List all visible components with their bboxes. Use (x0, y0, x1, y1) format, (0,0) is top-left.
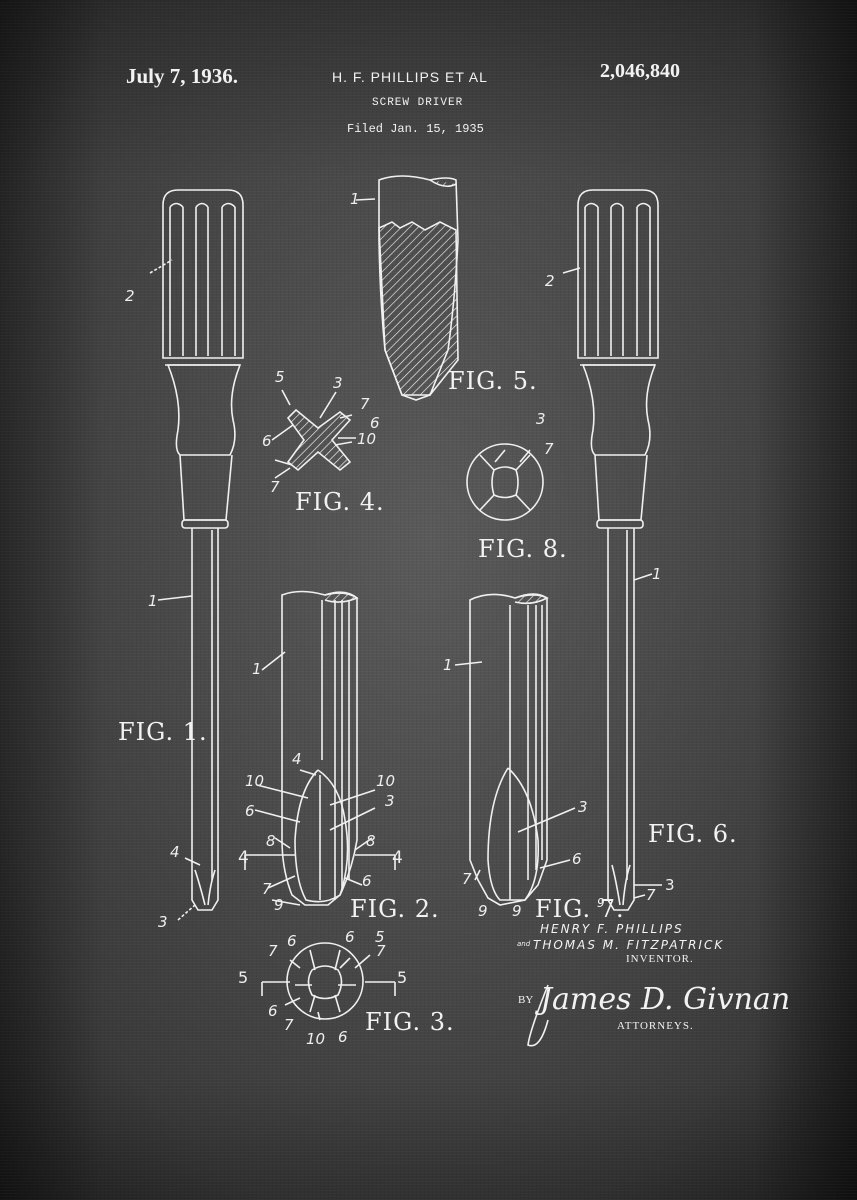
ref-label: 6 (370, 414, 380, 432)
by-label: BY (518, 994, 534, 1006)
ref-label: 8 (266, 832, 276, 850)
fig6-label: FIG. 6. (648, 820, 738, 848)
ref-label: 6 (245, 802, 255, 820)
fig4-label: FIG. 4. (295, 488, 385, 516)
fig4-cross-section-drawing (272, 390, 356, 478)
ref-label: 2 (125, 287, 135, 305)
ref-label: 10 (376, 772, 396, 790)
fig7-label: FIG. 7. (535, 895, 625, 923)
signature-flourish (528, 985, 548, 1046)
ref-label: 6 (572, 850, 582, 868)
fig1-screwdriver-drawing (150, 190, 243, 920)
ref-label: 10 (357, 430, 377, 448)
ref-label: 4 (292, 750, 302, 768)
ref-label: 1 (148, 592, 158, 610)
ref-label: 7 (376, 942, 386, 960)
fig7-blade-perspective-drawing (455, 594, 575, 905)
ref-label: 2 (545, 272, 555, 290)
ref-label: 7 (262, 880, 272, 898)
ref-label: 5 (238, 968, 249, 987)
ref-label: 3 (158, 913, 168, 931)
ref-label: 1 (350, 190, 360, 208)
ref-label: 4 (238, 848, 249, 868)
ref-label: 3 (665, 876, 675, 894)
inventor-name-2: THOMAS M. FITZPATRICK (533, 938, 725, 952)
ref-label: 1 (652, 565, 662, 583)
ref-label: 7 (462, 870, 472, 888)
ref-label: 9 (274, 896, 284, 914)
ref-label: 6 (262, 432, 272, 450)
inventor-and: and (517, 940, 531, 948)
fig6-screwdriver-drawing (563, 190, 662, 910)
ref-label: 9 (478, 902, 488, 920)
ref-label: 4 (392, 848, 403, 868)
ref-label: 9 (597, 896, 605, 910)
ref-label: 10 (245, 772, 265, 790)
attorney-role: ATTORNEYS. (617, 1020, 694, 1032)
ref-label: 1 (443, 656, 453, 674)
fig2-blade-detail-drawing (245, 592, 395, 906)
ref-label: 6 (345, 928, 355, 946)
fig2-label: FIG. 2. (350, 895, 440, 923)
ref-label: 3 (578, 798, 588, 816)
ref-label: 7 (284, 1016, 294, 1034)
fig5-label: FIG. 5. (448, 367, 538, 395)
ref-label: 7 (544, 440, 554, 458)
ref-label: 7 (270, 478, 280, 496)
ref-label: 6 (338, 1028, 348, 1046)
ref-label: 5 (397, 968, 408, 987)
ref-label: 8 (366, 832, 376, 850)
ref-label: 4 (170, 843, 180, 861)
fig3-end-view-drawing (262, 943, 395, 1020)
patent-number: 2,046,840 (600, 60, 680, 82)
ref-label: 10 (306, 1030, 326, 1048)
ref-label: 3 (333, 374, 343, 392)
ref-label: 5 (375, 928, 385, 946)
ref-label: 6 (287, 932, 297, 950)
ref-label: 6 (362, 872, 372, 890)
inventor-role: INVENTOR. (626, 953, 694, 965)
fig8-end-view-drawing (467, 444, 543, 520)
ref-label: 6 (268, 1002, 278, 1020)
ref-label: 7 (268, 942, 278, 960)
attorney-signature: James D. Givnan (540, 982, 791, 1017)
patent-filed-date: Filed Jan. 15, 1935 (347, 122, 484, 136)
inventor-name-1: HENRY F. PHILLIPS (540, 922, 684, 936)
ref-label: 5 (275, 368, 285, 386)
fig5-tip-detail-drawing (356, 176, 458, 400)
ref-label: 7 (360, 395, 370, 413)
patent-date: July 7, 1936. (126, 64, 239, 88)
fig8-label: FIG. 8. (478, 535, 568, 563)
fig1-label: FIG. 1. (118, 718, 208, 746)
ref-label: 3 (536, 410, 546, 428)
ref-label: 1 (252, 660, 262, 678)
patent-title: SCREW DRIVER (372, 97, 464, 109)
ref-label: 7 (646, 886, 656, 904)
ref-label: 9 (512, 902, 522, 920)
ref-label: 3 (385, 792, 395, 810)
fig3-label: FIG. 3. (365, 1008, 455, 1036)
patent-inventors-short: H. F. PHILLIPS ET AL (332, 69, 488, 85)
